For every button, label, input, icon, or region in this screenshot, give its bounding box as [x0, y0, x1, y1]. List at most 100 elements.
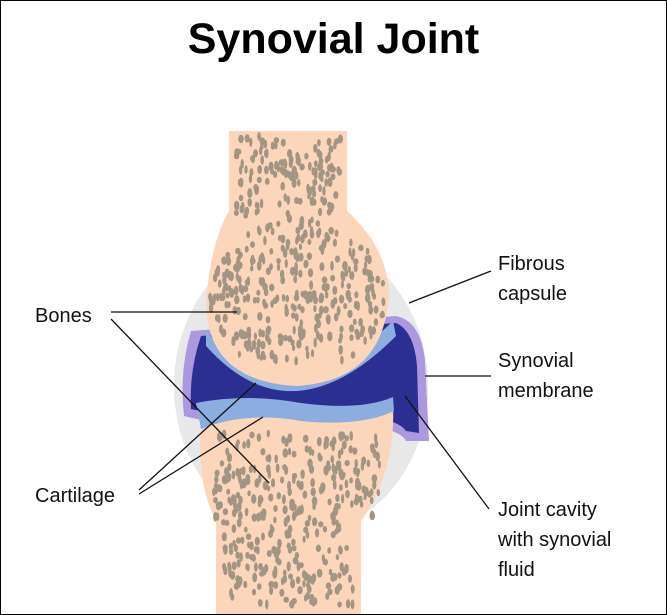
bone-pore	[345, 599, 351, 609]
bone-pore	[244, 526, 248, 533]
bone-pore	[237, 148, 242, 155]
bone-pore	[251, 494, 257, 504]
bone-pore	[238, 134, 244, 144]
bone-pore	[273, 551, 280, 559]
bone-pore	[376, 489, 381, 497]
bone-pore	[348, 445, 353, 454]
bone-pore	[229, 588, 233, 598]
bone-pore	[340, 270, 345, 280]
bone-pore	[213, 485, 219, 495]
bone-pore	[281, 435, 286, 444]
bone-pore	[350, 599, 355, 610]
bone-pore	[337, 572, 342, 579]
bone-pore	[242, 441, 247, 449]
bone-pore	[352, 318, 357, 325]
bone-pore	[262, 480, 269, 491]
bone-pore	[249, 265, 254, 272]
bone-pore	[354, 291, 359, 299]
bone-pore	[284, 259, 288, 268]
bone-pore	[223, 545, 228, 555]
bone-pore	[250, 254, 255, 264]
bone-pore	[212, 273, 218, 283]
cartilage-leader-lower	[138, 416, 264, 495]
bone-pore	[333, 505, 339, 516]
bone-pore	[238, 177, 244, 188]
bone-pore	[246, 326, 252, 333]
bone-pore	[293, 275, 298, 284]
bone-pore	[308, 161, 312, 171]
bone-pore	[269, 248, 274, 255]
bone-pore	[330, 574, 336, 582]
bone-pore	[256, 338, 262, 348]
bone-pore	[257, 227, 262, 236]
bone-pore	[233, 263, 239, 272]
bone-pore	[289, 248, 295, 256]
lower-cartilage-shape	[196, 397, 394, 429]
bone-pore	[257, 497, 262, 508]
bone-pore	[315, 544, 321, 553]
bone-pore	[339, 484, 343, 491]
bone-pore	[266, 325, 272, 333]
bone-pore	[304, 445, 309, 453]
bone-pore	[337, 503, 341, 510]
bone-pore	[300, 469, 305, 479]
bone-pore	[265, 333, 270, 342]
bone-pore	[256, 207, 260, 215]
bone-pore	[338, 546, 343, 555]
bone-pore	[259, 137, 266, 146]
bone-pore	[238, 283, 243, 293]
bone-pore	[276, 263, 281, 272]
bone-pore	[295, 226, 301, 235]
bone-pore	[334, 255, 341, 263]
bone-pore	[251, 588, 257, 596]
bone-pore	[287, 335, 293, 343]
bone-pore	[341, 440, 347, 450]
bone-pore	[231, 494, 237, 501]
label-line: capsule	[498, 283, 567, 305]
bone-pore	[323, 465, 329, 475]
bone-pore	[311, 598, 316, 607]
bone-pore	[243, 580, 248, 589]
bone-pore	[240, 536, 245, 544]
bone-pore	[249, 137, 253, 147]
bone-pore	[247, 198, 252, 207]
bone-pore	[381, 297, 386, 307]
bone-pore	[309, 226, 314, 235]
bone-pore	[233, 331, 240, 341]
bone-pore	[298, 222, 304, 230]
bone-pore	[366, 254, 372, 265]
bone-pore	[239, 552, 243, 562]
bone-pore	[276, 163, 280, 173]
bone-pore	[276, 558, 282, 566]
bone-pore	[296, 561, 301, 572]
bone-pore	[246, 338, 252, 349]
bone-pore	[336, 305, 341, 316]
bone-pore	[334, 585, 340, 595]
bone-pore	[228, 271, 234, 282]
bone-pore	[330, 474, 337, 482]
bone-pore	[275, 463, 280, 473]
bone-pore	[251, 554, 256, 562]
bone-pore	[311, 517, 318, 527]
bone-pore	[380, 280, 385, 287]
bone-pore	[270, 227, 275, 236]
bone-pore	[252, 572, 258, 583]
bone-pore	[295, 237, 299, 245]
bone-pore	[288, 171, 295, 181]
bone-pore	[257, 165, 263, 174]
label-synovial-membrane: Synovial membrane	[498, 346, 594, 406]
bone-pore	[313, 305, 317, 313]
bone-pore	[279, 588, 285, 597]
cartilage-leader-upper	[138, 382, 257, 491]
bone-pore	[340, 447, 344, 456]
bone-pore	[313, 143, 318, 153]
bone-pore	[347, 265, 351, 274]
bone-pore	[213, 497, 218, 504]
bone-pore	[319, 305, 324, 315]
bone-pore	[369, 496, 374, 505]
bone-pore	[312, 178, 318, 186]
bone-pore	[349, 324, 355, 333]
bone-pore	[227, 561, 232, 569]
bone-pore	[308, 446, 313, 456]
